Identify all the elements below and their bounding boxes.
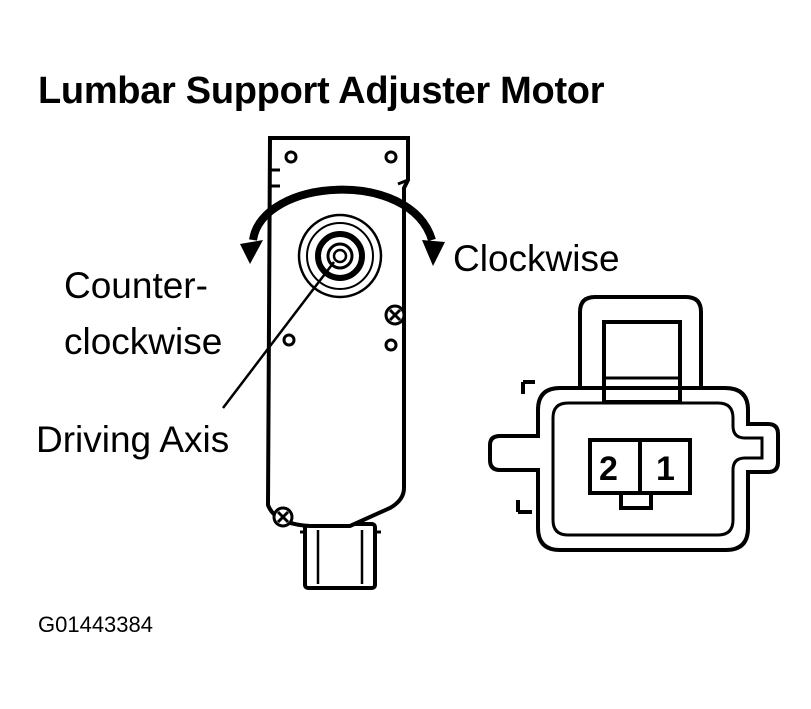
- mounting-hole-icon: [282, 333, 296, 347]
- mounting-hole-icon: [384, 150, 398, 164]
- driving-axis-leader-line: [222, 261, 335, 409]
- mounting-hole-icon: [284, 150, 298, 164]
- diagram-title: Lumbar Support Adjuster Motor: [38, 70, 605, 112]
- terminal-key: [619, 491, 653, 510]
- connector-inner-contour: [551, 401, 764, 537]
- counterclockwise-label-line2: clockwise: [64, 321, 223, 362]
- driving-axis-label: Driving Axis: [36, 419, 230, 460]
- clockwise-label: Clockwise: [453, 238, 620, 279]
- mounting-holes: [282, 150, 398, 352]
- motor-output-housing: [303, 522, 377, 590]
- connector-pin-1-label: 1: [656, 450, 675, 488]
- connector-latch: [578, 295, 703, 388]
- rotation-arrow: [240, 185, 445, 266]
- mounting-hole-icon: [384, 338, 398, 352]
- counterclockwise-arrow-icon: [240, 240, 263, 264]
- screw-icon: [272, 506, 294, 528]
- connector-pin-2-label: 2: [599, 450, 618, 488]
- figure-id: G01443384: [38, 612, 153, 637]
- connector-body: [488, 386, 780, 552]
- driving-axis-shaft: [297, 213, 383, 299]
- connector-assembly: [488, 295, 780, 552]
- screws: [272, 304, 406, 528]
- counterclockwise-label-line1: Counter-: [64, 265, 208, 306]
- rotation-arc: [249, 185, 436, 242]
- clockwise-arrow-icon: [422, 240, 445, 266]
- screw-icon: [384, 304, 406, 326]
